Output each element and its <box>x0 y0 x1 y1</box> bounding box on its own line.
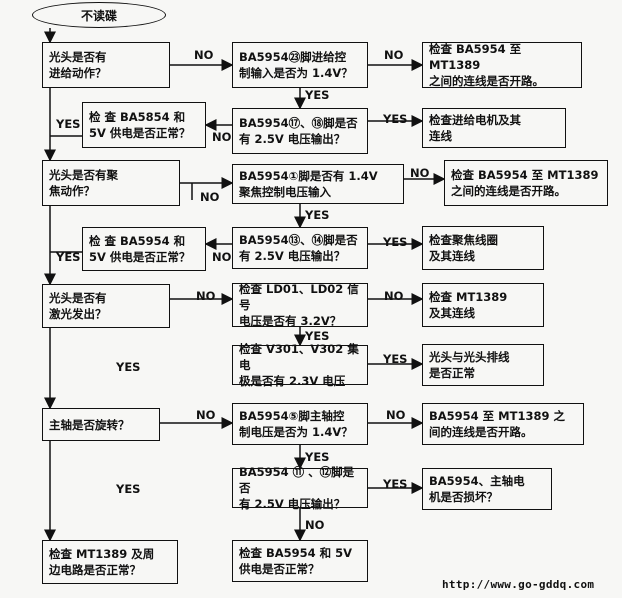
node-text: BA5954㉓脚进给控 制输入是否为 1.4V？ <box>239 50 353 80</box>
edge-label-no: NO <box>384 289 404 303</box>
edge-label-no: NO <box>196 408 216 422</box>
edge-label-yes: YES <box>116 482 141 496</box>
node-text: 检查聚焦线圈 及其连线 <box>429 233 498 263</box>
edge-label-yes: YES <box>56 117 81 131</box>
start-label: 不读碟 <box>80 8 117 23</box>
node-text: 检查 LD01、LD02 信号 电压是否有 3.2V？ <box>239 282 359 328</box>
edge-label-yes: YES <box>383 352 408 366</box>
node-text: 检查 BA5954 至 MT1389 之间的连线是否开路。 <box>451 168 599 198</box>
check-mt1389-wiring: 检查 MT1389 及其连线 <box>422 283 544 327</box>
node-text: 检查进给电机及其 连线 <box>429 113 521 143</box>
node-text: 光头是否有聚 焦动作？ <box>49 168 118 198</box>
check-ba5954-power-2: 检查 BA5954 和 5V 供电是否正常？ <box>232 540 368 582</box>
node-text: 主轴是否旋转？ <box>49 417 130 432</box>
check-ba5954-mt1389-link-1: 检查 BA5954 至 MT1389 之间的连线是否开路。 <box>422 42 582 88</box>
edge-label-no: NO <box>212 250 232 264</box>
edge-label-no: NO <box>212 130 232 144</box>
edge-label-no: NO <box>194 48 214 62</box>
node-text: 光头是否有 进给动作？ <box>49 50 107 80</box>
check-feed-motor: 检查进给电机及其 连线 <box>422 108 566 148</box>
check-feed-control-input: BA5954㉓脚进给控 制输入是否为 1.4V？ <box>232 42 368 88</box>
node-text: 检查 MT1389 及其连线 <box>429 290 508 320</box>
check-ba5854-power: 检 查 BA5854 和 5V 供电是否正常？ <box>82 102 206 148</box>
edge-label-no: NO <box>386 408 406 422</box>
edge-label-yes: YES <box>383 235 408 249</box>
edge-label-yes: YES <box>56 250 81 264</box>
footer-url: http://www.go-gddq.com <box>442 578 595 591</box>
check-mt1389-peripheral: 检查 MT1389 及周 边电路是否正常？ <box>42 540 178 584</box>
node-text: 光头与光头排线 是否正常 <box>429 350 510 380</box>
question-laser-emission: 光头是否有 激光发出？ <box>42 284 170 328</box>
question-feed-motion: 光头是否有 进给动作？ <box>42 42 170 88</box>
node-text: 检查 BA5954 至 MT1389 之间的连线是否开路。 <box>429 42 544 88</box>
question-focus-motion: 光头是否有聚 焦动作？ <box>42 160 180 206</box>
edge-label-no: NO <box>200 190 220 204</box>
edge-label-yes: YES <box>383 112 408 126</box>
check-focus-output-voltage: BA5954⑬、⑭脚是否 有 2.5V 电压输出？ <box>232 227 368 269</box>
edge-label-yes: YES <box>116 360 141 374</box>
node-text: BA5954⑤脚主轴控 制电压是否为 1.4V？ <box>239 409 353 439</box>
check-focus-coil: 检查聚焦线圈 及其连线 <box>422 226 544 270</box>
node-text: 检 查 BA5854 和 5V 供电是否正常？ <box>89 110 191 140</box>
edge-label-yes: YES <box>383 477 408 491</box>
edge-label-yes: YES <box>305 450 330 464</box>
check-ba5954-power-1: 检 查 BA5954 和 5V 供电是否正常？ <box>82 227 206 271</box>
node-text: BA5954⑰、⑱脚是否 有 2.5V 电压输出？ <box>239 116 358 146</box>
node-text: BA5954⑬、⑭脚是否 有 2.5V 电压输出？ <box>239 233 358 263</box>
node-text: 检查 V301、V302 集电 极是否有 2.3V 电压 <box>239 342 359 388</box>
check-ba5954-mt1389-link-3: BA5954 至 MT1389 之 间的连线是否开路。 <box>422 403 584 445</box>
edge-label-no: NO <box>410 166 430 180</box>
check-collector-voltage: 检查 V301、V302 集电 极是否有 2.3V 电压 <box>232 342 368 388</box>
start-terminal: 不读碟 <box>32 2 166 28</box>
node-text: BA5954 至 MT1389 之 间的连线是否开路。 <box>429 409 565 439</box>
node-text: 光头是否有 激光发出？ <box>49 291 107 321</box>
node-text: BA5954 ⑪ 、⑫脚是否 有 2.5V 电压输出？ <box>239 465 355 511</box>
edge-label-no: NO <box>384 48 404 62</box>
node-text: 检查 MT1389 及周 边电路是否正常？ <box>49 547 155 577</box>
check-spindle-control-voltage: BA5954⑤脚主轴控 制电压是否为 1.4V？ <box>232 403 368 445</box>
edge-label-yes: YES <box>305 208 330 222</box>
check-focus-control-input: BA5954①脚是否有 1.4V 聚焦控制电压输入 <box>232 164 404 204</box>
check-ba5954-mt1389-link-2: 检查 BA5954 至 MT1389 之间的连线是否开路。 <box>444 160 608 206</box>
node-text: BA5954、主轴电 机是否损坏？ <box>429 474 525 504</box>
node-text: BA5954①脚是否有 1.4V 聚焦控制电压输入 <box>239 169 378 199</box>
check-feed-output-voltage: BA5954⑰、⑱脚是否 有 2.5V 电压输出？ <box>232 108 368 154</box>
check-pickup-ribbon: 光头与光头排线 是否正常 <box>422 344 544 386</box>
question-spindle-rotation: 主轴是否旋转？ <box>42 408 160 441</box>
edge-label-yes: YES <box>305 88 330 102</box>
check-spindle-output-voltage: BA5954 ⑪ 、⑫脚是否 有 2.5V 电压输出？ <box>232 465 368 511</box>
edge-label-no: NO <box>196 289 216 303</box>
check-ld-signal-voltage: 检查 LD01、LD02 信号 电压是否有 3.2V？ <box>232 282 368 328</box>
edge-label-no: NO <box>305 518 325 532</box>
node-text: 检 查 BA5954 和 5V 供电是否正常？ <box>89 234 191 264</box>
node-text: 检查 BA5954 和 5V 供电是否正常？ <box>239 546 353 576</box>
check-spindle-motor: BA5954、主轴电 机是否损坏？ <box>422 468 552 510</box>
edge-label-yes: YES <box>305 329 330 343</box>
